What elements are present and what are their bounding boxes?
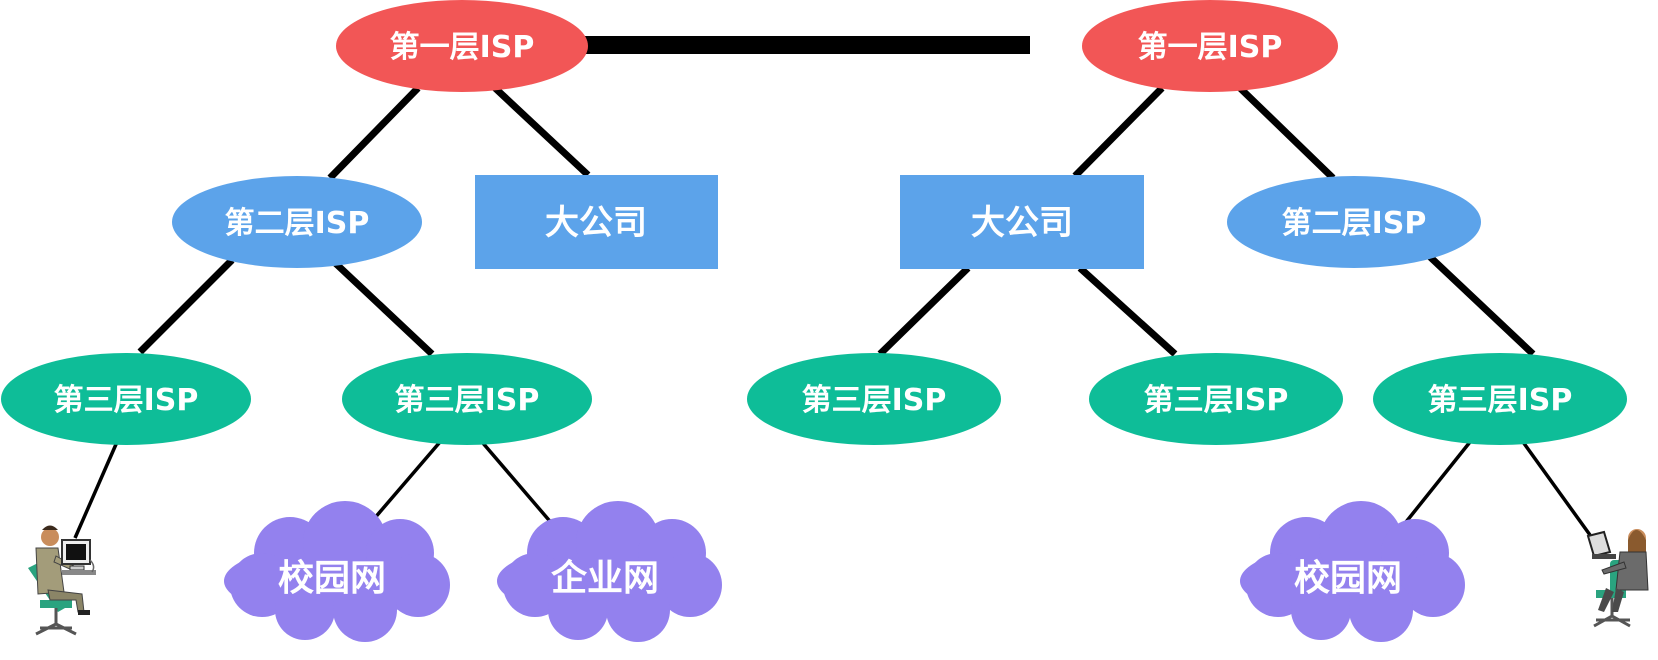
tier1-isp-right: 第一层ISP (1082, 0, 1338, 92)
company-left-shape (475, 175, 718, 269)
tier3-isp-4-shape (1089, 353, 1343, 445)
company-right-shape (900, 175, 1144, 269)
link-t2l-t3-2 (329, 257, 435, 357)
tier1-isp-right-label: 第一层ISP (1138, 30, 1283, 65)
tier1-isp-left: 第一层ISP (336, 0, 588, 92)
company-left: 大公司 (475, 175, 718, 269)
tier3-isp-5-label: 第三层ISP (1428, 383, 1573, 418)
desktop-user-icon (28, 525, 96, 636)
tier3-isp-2-label: 第三层ISP (395, 383, 540, 418)
tier3-isp-2-shape (342, 353, 592, 445)
tier1-isp-left-label: 第一层ISP (390, 30, 535, 65)
link-t1l-t2l (327, 85, 421, 181)
tier2-isp-right: 第二层ISP (1227, 176, 1481, 268)
campus-network-left: 校园网 (224, 501, 450, 642)
campus-network-right-cloud (1240, 501, 1465, 642)
tier3-isp-4-label: 第三层ISP (1144, 383, 1289, 418)
link-t3-5-campus (1400, 440, 1472, 529)
link-t3-2-campus (365, 440, 442, 529)
enterprise-network: 企业网 (497, 501, 722, 642)
tier1-isp-left-shape (336, 0, 588, 92)
link-t2l-t3-1 (137, 257, 235, 355)
tier2-isp-left: 第二层ISP (172, 176, 422, 268)
link-t2r-t3-5 (1425, 252, 1536, 357)
link-t3-5-user (1521, 440, 1592, 537)
tier3-isp-4: 第三层ISP (1089, 353, 1343, 445)
laptop-user-icon (1586, 529, 1649, 628)
link-t1r-company (1072, 85, 1165, 179)
tier1-isp-right-shape (1082, 0, 1338, 92)
link-t1l-company (492, 85, 591, 178)
tier2-isp-left-shape (172, 176, 422, 268)
tier3-isp-5-shape (1373, 353, 1627, 445)
tier3-isp-3-shape (747, 353, 1001, 445)
company-left-label: 大公司 (545, 203, 647, 243)
links (73, 36, 1592, 539)
tier2-isp-left-label: 第二层ISP (225, 206, 370, 241)
tier3-isp-2: 第三层ISP (342, 353, 592, 445)
campus-network-left-label: 校园网 (278, 558, 386, 599)
tier3-isp-1-label: 第三层ISP (54, 383, 199, 418)
link-t3-1-user (73, 441, 119, 539)
campus-network-left-cloud (224, 501, 450, 642)
tier3-isp-1-shape (1, 353, 251, 445)
link-company-t3-3 (877, 265, 971, 357)
tier2-isp-right-shape (1227, 176, 1481, 268)
link-t3-2-enterprise (480, 440, 562, 535)
company-right: 大公司 (900, 175, 1144, 269)
company-right-label: 大公司 (971, 203, 1073, 243)
tier2-isp-right-label: 第二层ISP (1282, 206, 1427, 241)
link-company-t3-4 (1077, 265, 1178, 357)
tier3-isp-5: 第三层ISP (1373, 353, 1627, 445)
tier3-isp-3-label: 第三层ISP (802, 383, 947, 418)
enterprise-network-label: 企业网 (551, 557, 659, 599)
tier3-isp-3: 第三层ISP (747, 353, 1001, 445)
campus-network-right-label: 校园网 (1294, 558, 1402, 599)
campus-network-right: 校园网 (1240, 501, 1465, 642)
tier3-isp-1: 第三层ISP (1, 353, 251, 445)
enterprise-network-cloud (497, 501, 722, 642)
link-t1r-t2r (1237, 85, 1336, 181)
